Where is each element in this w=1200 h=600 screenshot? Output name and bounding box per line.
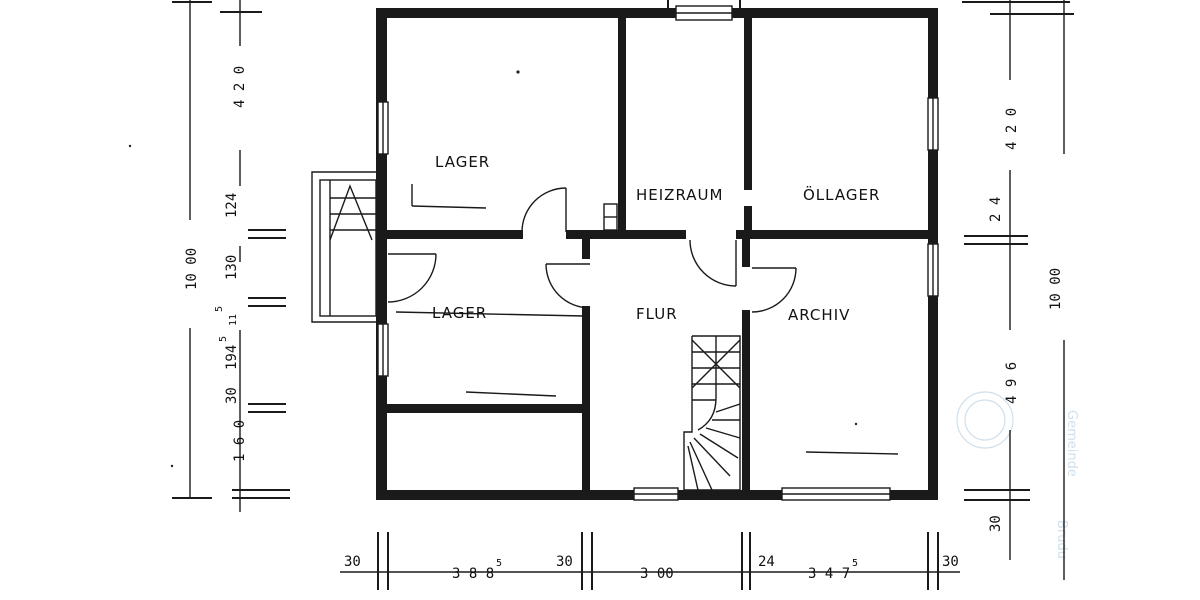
door-heizraum	[689, 239, 737, 287]
dim-right-30: 30	[988, 515, 1004, 532]
dim-left-5: 5	[214, 306, 225, 312]
room-label-oellager: ÖLLAGER	[803, 185, 880, 204]
dim-left-160: 1 6 0	[232, 420, 248, 462]
dimension-chain-right: 4 2 0 2 4 10 00 4 9 6 30	[962, 0, 1074, 580]
window-right-lower	[927, 243, 939, 297]
dimension-chain-bottom: 30 3 8 8 5 30 3 00 24 3 4 7 5 30	[340, 532, 960, 590]
room-label-archiv: ARCHIV	[788, 306, 850, 324]
door-archiv	[751, 267, 797, 313]
door-lager-top	[521, 187, 567, 233]
dim-bottom-30b: 30	[556, 554, 573, 570]
svg-text:Brudu: Brudu	[1054, 520, 1069, 559]
dim-left-124: 124	[224, 193, 240, 218]
door-flur-left	[545, 263, 591, 309]
scan-specks	[128, 70, 858, 468]
stamp-watermark: Gemeinde Brudu	[956, 391, 1079, 559]
staircase	[683, 335, 741, 491]
room-label-lager-top: LAGER	[435, 153, 490, 171]
window-top	[667, 0, 741, 21]
window-left-lower	[377, 323, 389, 377]
exterior-stairwell	[311, 171, 377, 323]
dim-left-194-sup: 5	[218, 336, 229, 342]
dim-right-1000: 10 00	[1048, 268, 1064, 310]
furniture-lines	[395, 184, 899, 455]
interior-walls	[387, 18, 928, 500]
dim-bottom-30a: 30	[344, 554, 361, 570]
room-label-lager-bottom: LAGER	[432, 304, 487, 322]
dim-bottom-30c: 30	[942, 554, 959, 570]
dim-bottom-388-sup: 5	[496, 558, 502, 569]
dim-bottom-388: 3 8 8	[452, 566, 494, 582]
window-right-upper	[927, 97, 939, 151]
dim-left-11: 11	[228, 314, 239, 326]
dim-right-496: 4 9 6	[1004, 362, 1020, 404]
dim-bottom-347: 3 4 7	[808, 566, 850, 582]
svg-text:Gemeinde: Gemeinde	[1064, 410, 1079, 477]
dim-bottom-347-sup: 5	[852, 558, 858, 569]
outer-walls	[376, 8, 938, 500]
dim-left-194: 194	[224, 345, 240, 370]
dim-bottom-300: 3 00	[640, 566, 674, 582]
dim-left-30: 30	[224, 387, 240, 404]
dimension-chain-left: 4 2 0 124 10 00 130 5 11 194 5 30 1 6 0	[172, 0, 290, 512]
dim-right-420: 4 2 0	[1004, 108, 1020, 150]
window-left-upper	[377, 101, 389, 155]
dim-bottom-24: 24	[758, 554, 775, 570]
dim-left-130: 130	[224, 255, 240, 280]
door-lager-bottom	[387, 253, 437, 303]
window-bottom-archiv	[781, 487, 891, 501]
room-label-flur: FLUR	[636, 305, 678, 323]
dim-left-420: 4 2 0	[232, 66, 248, 108]
dim-right-24: 2 4	[988, 197, 1004, 222]
window-bottom-flur	[633, 487, 679, 501]
dim-left-1000: 10 00	[184, 248, 200, 290]
room-label-heizraum: HEIZRAUM	[636, 186, 723, 204]
